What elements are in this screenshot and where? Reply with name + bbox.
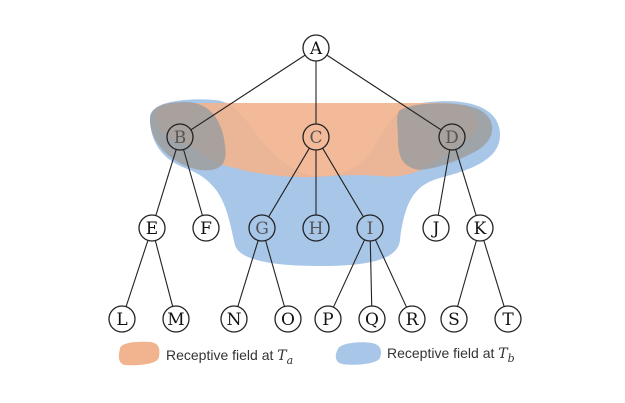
edge-e-m	[154, 240, 174, 307]
node-f-circle	[192, 214, 220, 242]
node-t-label: T	[502, 310, 514, 330]
legend: Receptive field at Ta Receptive field at…	[118, 341, 515, 367]
node-l-circle	[108, 305, 136, 333]
node-a: A	[302, 34, 330, 62]
node-n-circle	[220, 305, 248, 333]
node-g: G	[248, 214, 276, 242]
node-s: S	[440, 305, 468, 333]
edge-g-o	[265, 240, 285, 307]
edge-a-d	[326, 54, 442, 131]
node-m-label: M	[167, 310, 184, 330]
node-m-circle	[162, 305, 190, 333]
edge-i-r	[374, 239, 408, 308]
node-c-circle	[302, 123, 330, 151]
tree-edges	[125, 54, 505, 308]
node-f-label: F	[200, 219, 212, 239]
node-e: E	[138, 214, 166, 242]
node-k-label: K	[474, 219, 487, 239]
node-q: Q	[358, 305, 386, 333]
edge-i-p	[332, 239, 366, 308]
edge-a-b	[190, 54, 306, 131]
legend-swatch-ta	[118, 341, 160, 366]
receptive-fields	[150, 99, 500, 266]
edge-k-s	[457, 240, 477, 307]
edge-b-f	[183, 149, 203, 216]
edge-e-l	[125, 240, 149, 307]
node-p: P	[314, 305, 342, 333]
node-r: R	[398, 305, 426, 333]
node-a-circle	[302, 34, 330, 62]
node-c-label: C	[309, 128, 322, 148]
node-q-label: Q	[365, 310, 379, 330]
node-b-label: B	[174, 128, 187, 148]
node-q-circle	[358, 305, 386, 333]
node-n-label: N	[227, 310, 242, 330]
node-k-circle	[466, 214, 494, 242]
node-i-label: I	[367, 219, 374, 239]
edge-c-i	[322, 147, 364, 218]
node-i: I	[356, 214, 384, 242]
node-d-label: D	[445, 128, 459, 148]
edge-c-g	[268, 147, 310, 218]
node-f: F	[192, 214, 220, 242]
node-d: D	[438, 123, 466, 151]
node-m: M	[162, 305, 190, 333]
node-o-circle	[274, 305, 302, 333]
node-h-circle	[302, 214, 330, 242]
node-g-circle	[248, 214, 276, 242]
node-l-label: L	[116, 310, 127, 330]
node-k: K	[466, 214, 494, 242]
node-d-circle	[438, 123, 466, 151]
legend-label-tb: Receptive field at Tb	[387, 345, 515, 365]
tree-nodes: A B C D E F G H I J K L M N O P Q R S T	[108, 34, 522, 333]
node-l: L	[108, 305, 136, 333]
edge-g-n	[237, 240, 259, 307]
node-p-circle	[314, 305, 342, 333]
node-b-circle	[166, 123, 194, 151]
node-g-label: G	[255, 219, 269, 239]
legend-label-ta: Receptive field at Ta	[166, 347, 293, 367]
node-r-label: R	[406, 310, 420, 330]
node-n: N	[220, 305, 248, 333]
node-p-label: P	[322, 310, 333, 330]
node-a-label: A	[309, 39, 323, 59]
node-h-label: H	[309, 219, 324, 239]
edge-d-j	[437, 149, 451, 216]
node-o: O	[274, 305, 302, 333]
node-s-circle	[440, 305, 468, 333]
node-h: H	[302, 214, 330, 242]
legend-swatch-tb	[335, 342, 382, 365]
node-t-circle	[494, 305, 522, 333]
node-i-circle	[356, 214, 384, 242]
edge-k-t	[483, 240, 505, 307]
node-j: J	[422, 214, 450, 242]
node-o-label: O	[281, 310, 295, 330]
node-r-circle	[398, 305, 426, 333]
node-t: T	[494, 305, 522, 333]
edge-b-e	[155, 149, 177, 216]
edge-i-q	[369, 240, 373, 307]
node-j-circle	[422, 214, 450, 242]
node-b: B	[166, 123, 194, 151]
node-s-label: S	[448, 310, 460, 330]
node-c: C	[302, 123, 330, 151]
overlap-right-region	[397, 103, 493, 170]
node-e-circle	[138, 214, 166, 242]
node-j-label: J	[431, 219, 440, 239]
edge-d-k	[455, 149, 477, 216]
node-e-label: E	[146, 219, 158, 239]
